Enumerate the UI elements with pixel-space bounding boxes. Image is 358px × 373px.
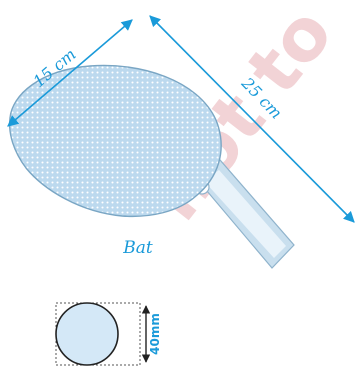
ball <box>55 302 119 366</box>
bat-length-dimension-line <box>149 15 355 223</box>
ball-figure: 40mm <box>55 302 162 366</box>
bat-width-dimension-line <box>7 19 133 127</box>
bat-caption: Bat <box>122 238 153 258</box>
ball-diameter-label: 40mm <box>148 313 162 355</box>
